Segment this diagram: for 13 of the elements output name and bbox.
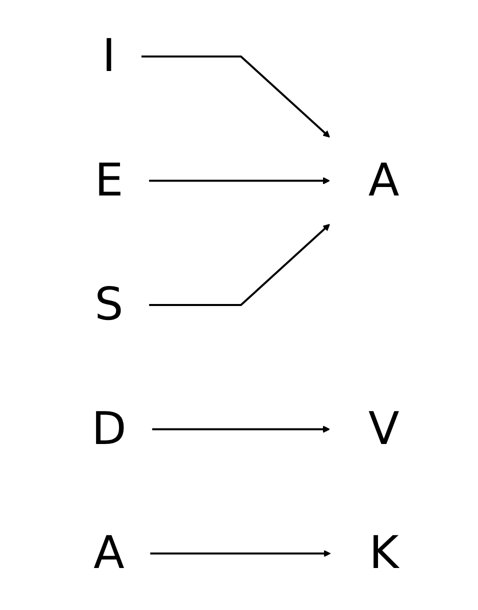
arrow [152, 426, 330, 433]
node-text: V [368, 402, 400, 456]
node-text: S [94, 278, 124, 331]
node-text: A [94, 526, 124, 580]
node-text: A [368, 154, 400, 207]
node-text: D [92, 402, 126, 456]
node-text: K [369, 526, 399, 580]
node-text: I [102, 30, 116, 82]
node-text: E [94, 154, 124, 207]
arrow [150, 550, 331, 558]
arrow [149, 224, 330, 306]
arrow [141, 55, 330, 138]
arrow [149, 177, 330, 184]
